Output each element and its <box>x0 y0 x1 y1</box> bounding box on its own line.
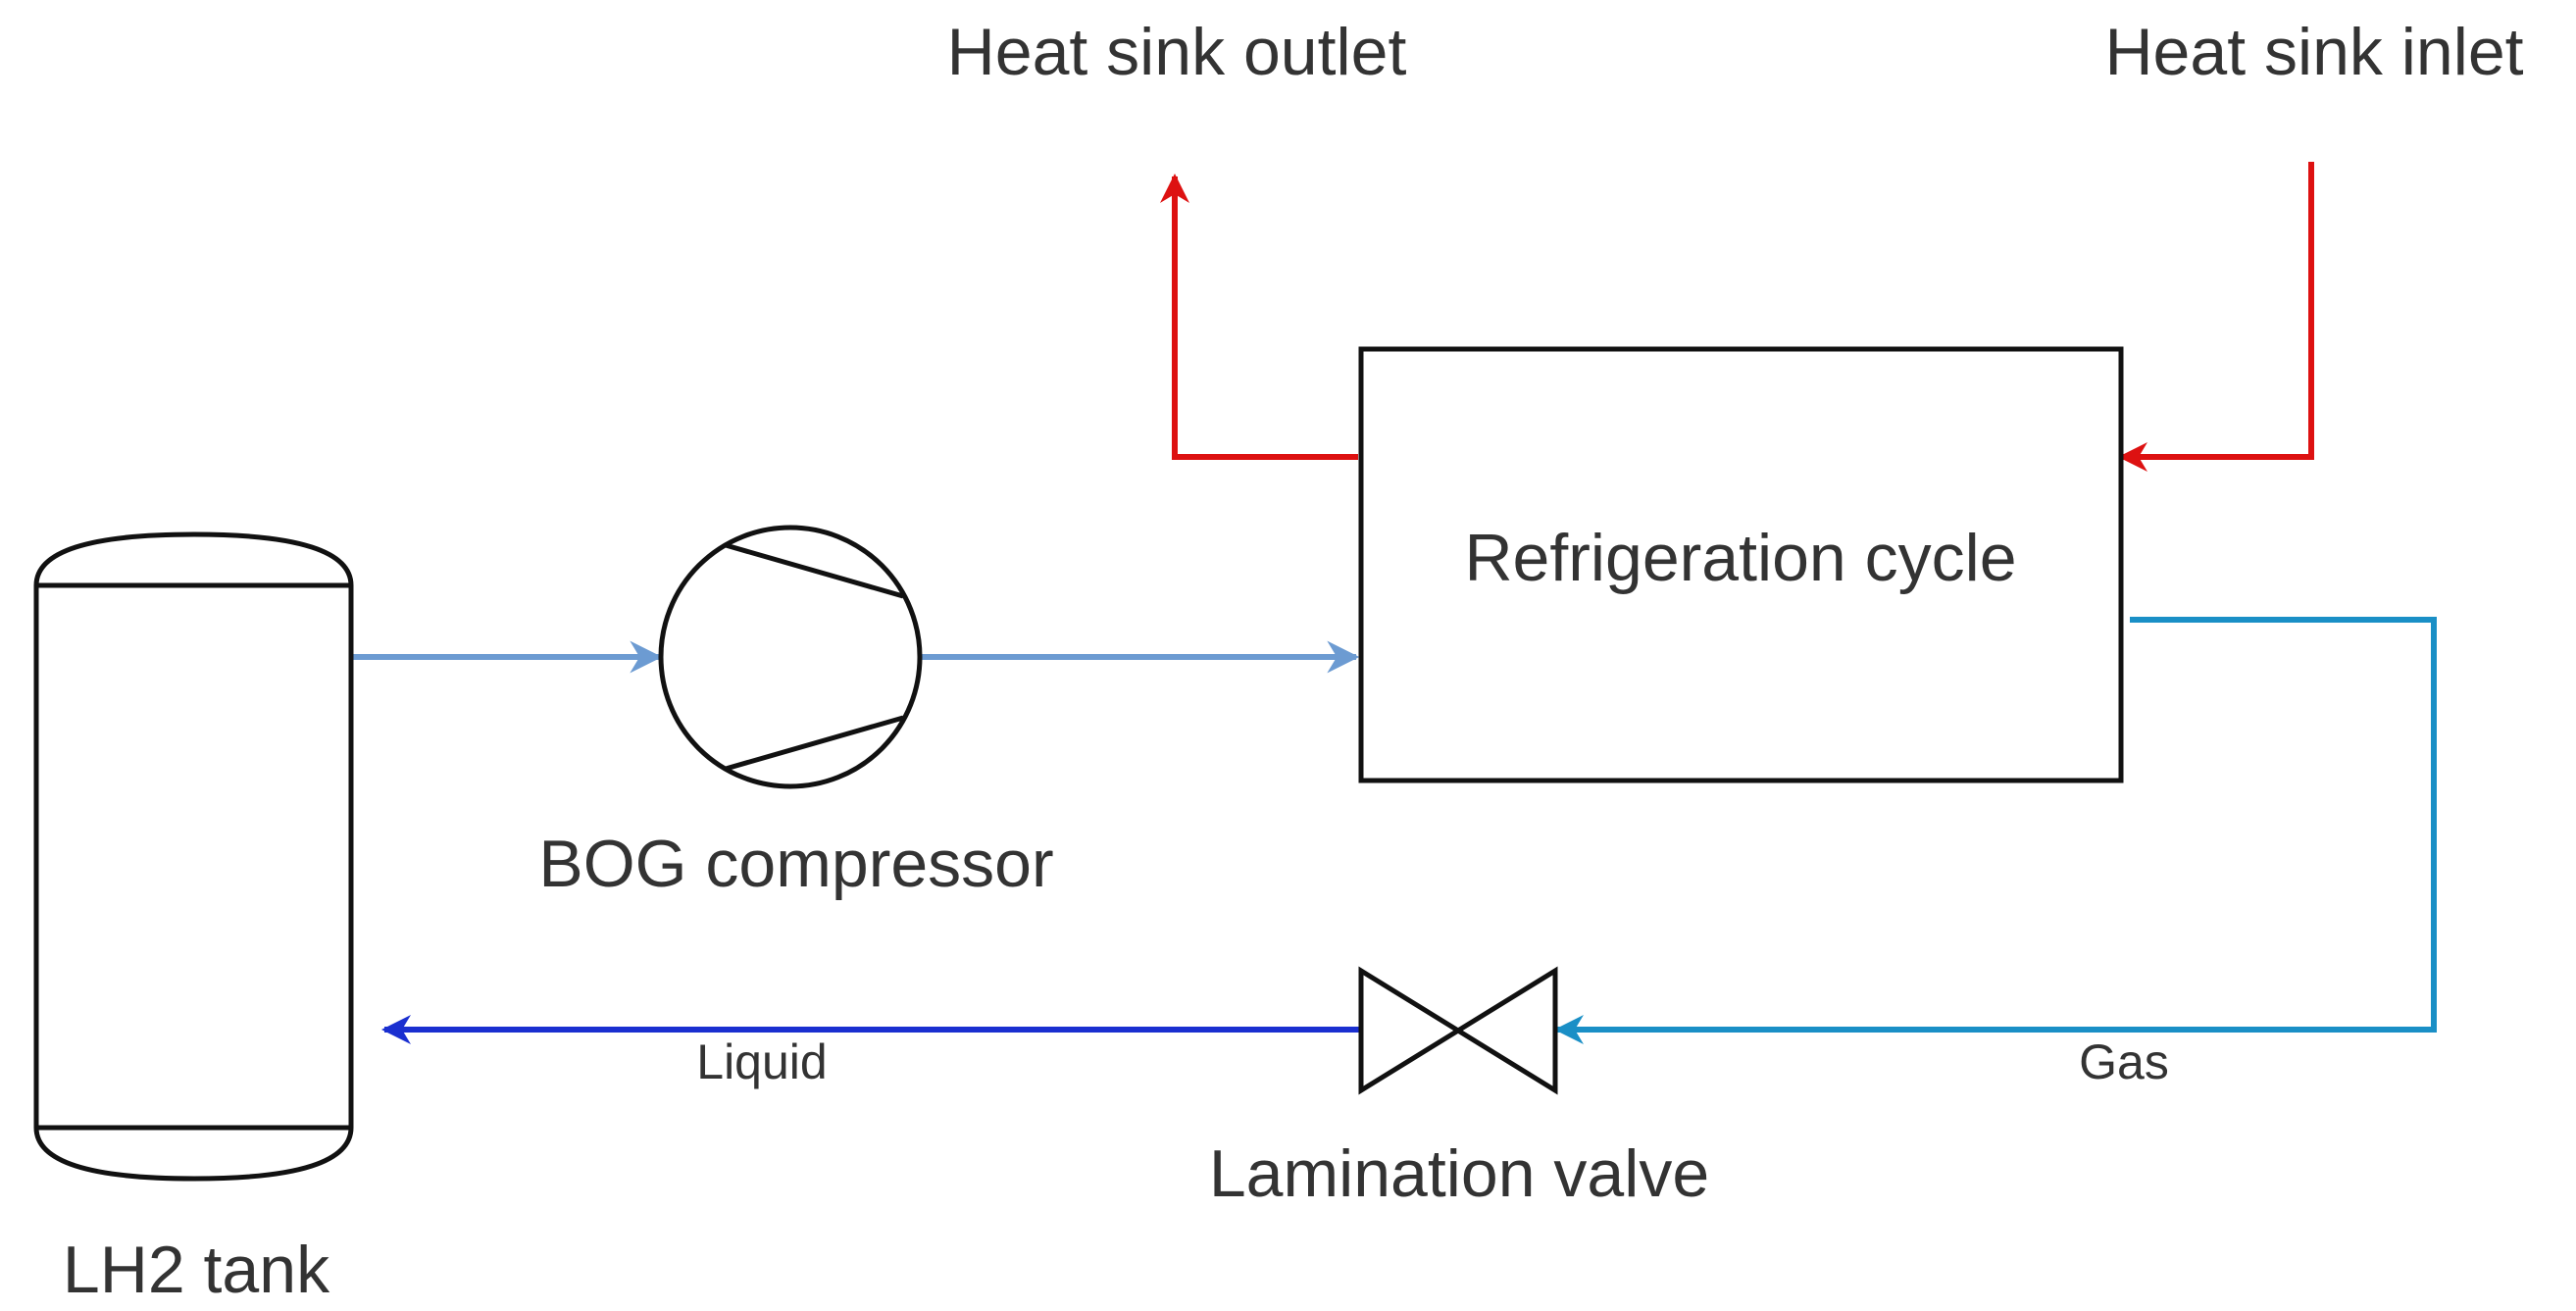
refrigeration-cycle-label: Refrigeration cycle <box>1464 521 2016 595</box>
gas-label: Gas <box>2079 1034 2169 1089</box>
bog-compressor <box>658 525 923 789</box>
lamination-valve <box>1358 966 1558 1095</box>
bog-compressor-label: BOG compressor <box>538 827 1053 901</box>
heat-sink-inlet-line <box>2118 162 2314 472</box>
heat-sink-inlet-label: Heat sink inlet <box>2104 15 2523 89</box>
lamination-valve-label: Lamination valve <box>1209 1136 1709 1211</box>
liquid-label: Liquid <box>696 1034 827 1089</box>
heat-sink-outlet-label: Heat sink outlet <box>947 15 1407 89</box>
refrigeration-cycle-box <box>1358 346 2124 783</box>
lh2-tank <box>33 531 354 1182</box>
heat-sink-outlet-line <box>1160 174 1358 460</box>
gas-line <box>1554 617 2437 1044</box>
lh2-tank-label: LH2 tank <box>63 1233 330 1307</box>
